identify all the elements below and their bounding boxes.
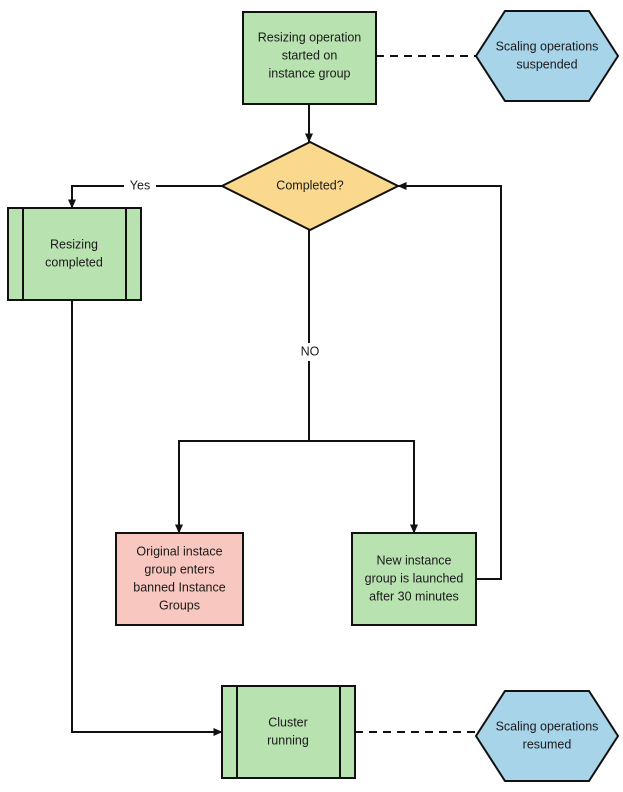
cluster-running-box bbox=[221, 685, 356, 779]
resizing-started-label-line1: Resizing operation bbox=[258, 30, 362, 44]
cluster-running-label-line2: running bbox=[267, 733, 309, 747]
node-resizing-completed[interactable]: Resizing completed bbox=[7, 207, 142, 301]
resizing-started-box bbox=[242, 11, 377, 105]
resizing-started-label-line2: started on bbox=[282, 48, 338, 62]
scaling-resumed-label-line2: resumed bbox=[523, 737, 572, 751]
new-group-launched-label-line2: group is launched bbox=[365, 571, 464, 585]
edge-label-yes: Yes bbox=[130, 178, 150, 192]
cluster-running-label-line1: Cluster bbox=[268, 715, 308, 729]
node-scaling-resumed[interactable]: Scaling operations resumed bbox=[474, 690, 620, 782]
no-label-backdrop bbox=[294, 343, 326, 361]
node-completed-decision[interactable]: Completed? bbox=[219, 140, 401, 232]
edge-completed-to-cluster bbox=[71, 300, 223, 736]
resizing-started-label-line3: instance group bbox=[268, 66, 350, 80]
edge-retry-loop bbox=[397, 182, 502, 580]
edge-label-no: NO bbox=[301, 344, 320, 358]
edge-no-branch-left bbox=[175, 440, 309, 534]
edge-labels: Yes NO bbox=[124, 177, 326, 361]
original-group-banned-box bbox=[115, 532, 244, 626]
completed-decision-diamond bbox=[219, 140, 401, 232]
edge-no-branch-right bbox=[309, 440, 418, 534]
edge-decision-yes bbox=[68, 185, 222, 209]
original-group-banned-label-line2: group enters bbox=[144, 562, 214, 576]
resizing-completed-label-line2: completed bbox=[45, 255, 103, 269]
original-group-banned-label-line4: Groups bbox=[159, 598, 200, 612]
scaling-suspended-label-line2: suspended bbox=[516, 57, 577, 71]
original-group-banned-label-line3: banned Instance bbox=[133, 580, 225, 594]
node-cluster-running[interactable]: Cluster running bbox=[221, 685, 356, 779]
node-resizing-started[interactable]: Resizing operation started on instance g… bbox=[242, 11, 377, 105]
scaling-suspended-label-line1: Scaling operations bbox=[496, 39, 599, 53]
yes-label-backdrop bbox=[124, 177, 156, 194]
node-scaling-suspended[interactable]: Scaling operations suspended bbox=[474, 10, 620, 102]
scaling-resumed-hexagon bbox=[474, 690, 620, 782]
new-group-launched-label-line3: after 30 minutes bbox=[369, 589, 459, 603]
scaling-suspended-hexagon bbox=[474, 10, 620, 102]
completed-decision-label: Completed? bbox=[276, 178, 343, 192]
connectors bbox=[68, 55, 502, 736]
node-original-group-banned[interactable]: Original instace group enters banned Ins… bbox=[115, 532, 244, 626]
resizing-completed-label-line1: Resizing bbox=[50, 237, 98, 251]
original-group-banned-label-line1: Original instace bbox=[136, 544, 222, 558]
resizing-completed-box bbox=[7, 207, 142, 301]
new-group-launched-label-line1: New instance bbox=[376, 553, 451, 567]
node-new-group-launched[interactable]: New instance group is launched after 30 … bbox=[351, 532, 477, 626]
new-group-launched-box bbox=[351, 532, 477, 626]
scaling-resumed-label-line1: Scaling operations bbox=[496, 719, 599, 733]
